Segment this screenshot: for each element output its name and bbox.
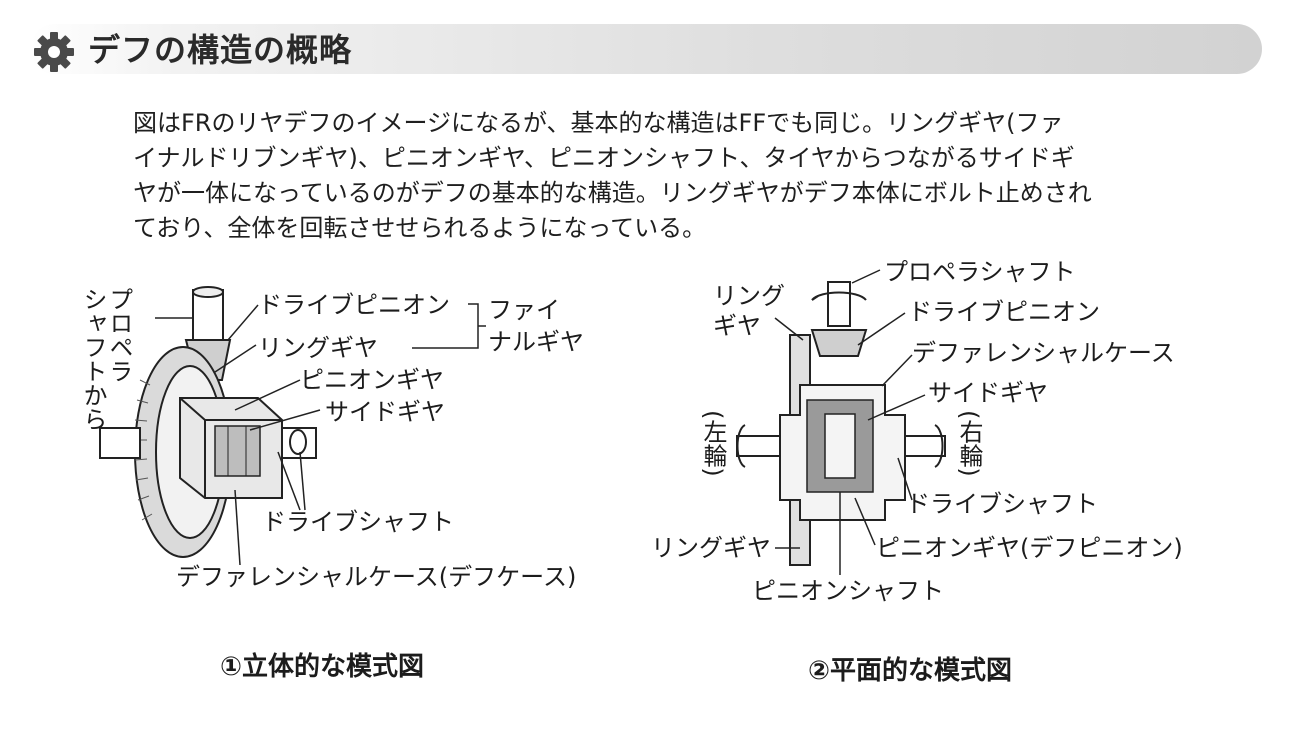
- vertical-text: プロペラ: [105, 287, 133, 383]
- label-ring-gear-top-line1: リング: [713, 282, 785, 310]
- vertical-text: (左輪): [699, 410, 727, 477]
- propeller-shaft-shape: [827, 281, 851, 327]
- from-propeller-label-col2: シャフトから: [79, 287, 107, 431]
- label-ring-gear: リングギヤ: [258, 334, 378, 362]
- label-drive-shaft: ドライブシャフト: [262, 508, 454, 536]
- figure2-drawing: [736, 269, 946, 575]
- label-final-gear-line1: ファイ: [488, 296, 560, 324]
- intro-paragraph: 図はFRのリヤデフのイメージになるが、基本的な構造はFFでも同じ。リングギヤ(フ…: [133, 106, 1173, 246]
- vertical-text: シャフトから: [79, 287, 107, 431]
- left-axle-shape: [99, 427, 141, 459]
- label-drive-shaft: ドライブシャフト: [906, 490, 1098, 518]
- label-drive-pinion: ドライブピニオン: [258, 291, 450, 319]
- label-right-wheel: (右輪): [955, 410, 983, 477]
- label-side-gear: サイドギヤ: [325, 398, 445, 426]
- figure1-caption: ①立体的な模式図: [220, 652, 425, 682]
- label-left-wheel: (左輪): [699, 410, 727, 477]
- label-pinion-gear: ピニオンギヤ: [300, 366, 444, 394]
- intro-line: 図はFRのリヤデフのイメージになるが、基本的な構造はFFでも同じ。リングギヤ(フ…: [133, 109, 1064, 137]
- from-propeller-label-col1: プロペラ: [105, 287, 133, 383]
- right-axle-shape: [904, 435, 946, 457]
- vertical-text: (右輪): [955, 410, 983, 477]
- label-final-gear-line2: ナルギヤ: [488, 328, 584, 356]
- label-ring-gear-top-line2: ギヤ: [713, 312, 761, 340]
- intro-line: ヤが一体になっているのがデフの基本的な構造。リングギヤがデフ本体にボルト止めされ: [133, 179, 1092, 207]
- intro-line: ており、全体を回転させせられるようになっている。: [133, 214, 707, 242]
- page-title: デフの構造の概略: [88, 31, 353, 69]
- left-axle-shape: [736, 435, 781, 457]
- drive-pinion-shape: [810, 329, 868, 357]
- label-pinion-gear: ピニオンギヤ(デフピニオン): [876, 534, 1183, 562]
- gear-icon: [34, 32, 74, 72]
- label-pinion-shaft: ピニオンシャフト: [752, 577, 944, 605]
- label-propeller-shaft: プロペラシャフト: [884, 258, 1076, 286]
- label-drive-pinion: ドライブピニオン: [908, 298, 1100, 326]
- intro-line: イナルドリブンギヤ)、ピニオンギヤ、ピニオンシャフト、タイヤからつながるサイドギ: [133, 144, 1075, 172]
- header-bar: [30, 24, 1262, 74]
- figure1-drawing: [99, 286, 486, 566]
- label-side-gear: サイドギヤ: [928, 379, 1048, 407]
- label-diff-case: デファレンシャルケース: [912, 339, 1175, 367]
- label-ring-gear-bottom: リングギヤ: [651, 534, 771, 562]
- figure2-caption: ②平面的な模式図: [808, 656, 1013, 686]
- label-diff-case: デファレンシャルケース(デフケース): [176, 563, 577, 591]
